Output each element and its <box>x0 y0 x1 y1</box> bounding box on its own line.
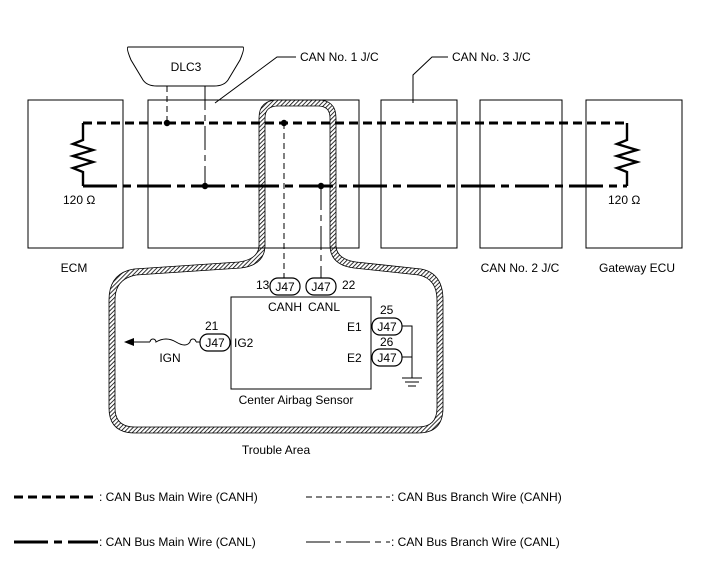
trouble-area-outline <box>108 99 444 434</box>
ig2-signal-label: IG2 <box>234 336 254 350</box>
junction-dot <box>280 119 288 127</box>
e1-pin-number: 25 <box>380 303 394 317</box>
e2-signal-label: E2 <box>347 351 362 365</box>
connector-j47-canh-label: J47 <box>275 280 295 294</box>
connector-j47-canl-label: J47 <box>311 280 331 294</box>
e2-pin-number: 26 <box>380 335 394 349</box>
trouble-area-label: Trouble Area <box>242 443 311 457</box>
ign-label: IGN <box>159 351 180 365</box>
resistor-left <box>68 123 98 186</box>
legend-label-main-canl: : CAN Bus Main Wire (CANL) <box>99 535 256 549</box>
canl-pin-number: 22 <box>342 278 356 292</box>
can-jc3-leader <box>412 56 448 103</box>
center-airbag-sensor-label: Center Airbag Sensor <box>239 393 354 407</box>
legend: : CAN Bus Main Wire (CANH) : CAN Bus Bra… <box>14 490 562 549</box>
can-jc1-label: CAN No. 1 J/C <box>300 50 379 64</box>
resistor-right-label: 120 Ω <box>608 193 640 207</box>
can-jc2-box <box>479 99 563 249</box>
can-jc1-box <box>147 99 360 249</box>
ground-icon <box>402 377 422 387</box>
e1-signal-label: E1 <box>347 320 362 334</box>
ground-wire <box>402 325 413 378</box>
can-jc2-label: CAN No. 2 J/C <box>481 261 560 275</box>
gateway-ecu-box <box>585 99 683 249</box>
dlc3-label: DLC3 <box>171 60 202 74</box>
arrow-left-icon <box>124 338 134 346</box>
connector-j47-e1-label: J47 <box>377 320 397 334</box>
center-airbag-sensor-box <box>230 296 372 390</box>
legend-label-branch-canl: : CAN Bus Branch Wire (CANL) <box>391 535 560 549</box>
canh-signal-label: CANH <box>268 300 302 314</box>
junction-dot <box>163 119 171 127</box>
connector-j47-canl <box>305 277 337 296</box>
fuse-icon <box>149 338 197 346</box>
resistor-left-label: 120 Ω <box>63 193 95 207</box>
resistor-right <box>612 123 642 186</box>
ecm-box <box>27 99 124 249</box>
canh-pin-number: 13 <box>256 278 270 292</box>
connector-j47-canh <box>269 277 301 296</box>
can-jc3-label: CAN No. 3 J/C <box>452 50 531 64</box>
dlc3-connector <box>126 46 245 87</box>
legend-label-branch-canh: : CAN Bus Branch Wire (CANH) <box>391 490 562 504</box>
ecm-label: ECM <box>61 261 88 275</box>
junction-dot <box>317 182 325 190</box>
canl-signal-label: CANL <box>308 300 340 314</box>
connector-j47-ig2-label: J47 <box>205 336 225 350</box>
gateway-ecu-label: Gateway ECU <box>599 261 675 275</box>
can-jc1-leader <box>214 56 296 104</box>
ig2-pin-number: 21 <box>205 319 219 333</box>
junction-dot <box>201 182 209 190</box>
connector-j47-e2-label: J47 <box>377 351 397 365</box>
can-jc3-box <box>380 99 458 249</box>
legend-label-main-canh: : CAN Bus Main Wire (CANH) <box>99 490 258 504</box>
